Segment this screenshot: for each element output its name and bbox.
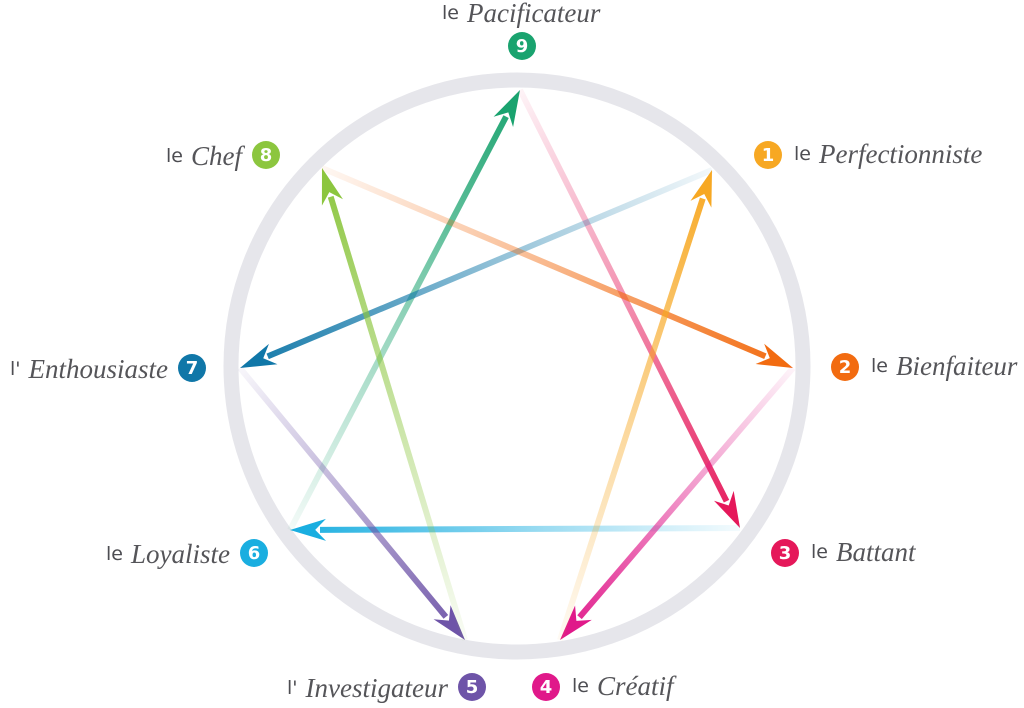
arrow-line-1-to-7 bbox=[266, 167, 714, 360]
type-article: le bbox=[572, 675, 589, 697]
arrow-line-6-to-9 bbox=[287, 115, 509, 532]
type-9-label: le Pacificateur bbox=[442, 0, 600, 27]
type-article: le bbox=[871, 355, 888, 377]
type-name: Créatif bbox=[596, 671, 674, 701]
type-name: Investigateur bbox=[305, 673, 448, 703]
arrow-line-8-to-2 bbox=[320, 165, 767, 360]
arrow-line-5-to-8 bbox=[327, 195, 468, 641]
type-4-label: le Créatif bbox=[572, 673, 673, 700]
type-7-badge: 7 bbox=[178, 354, 206, 382]
arrowhead-3 bbox=[714, 490, 740, 528]
type-5-label: l' Investigateur bbox=[287, 675, 448, 702]
enneagram-circle bbox=[223, 72, 811, 660]
arrow-line-2-to-4 bbox=[577, 366, 796, 620]
type-3-badge: 3 bbox=[771, 539, 799, 567]
type-7-label: l' Enthousiaste bbox=[10, 356, 168, 383]
type-name: Pacificateur bbox=[466, 0, 601, 28]
type-2-badge: 2 bbox=[831, 353, 859, 381]
arrow-line-7-to-5 bbox=[237, 366, 449, 619]
arrow-line-3-to-6 bbox=[319, 525, 741, 533]
type-article: le bbox=[794, 143, 811, 165]
arrow-line-4-to-1 bbox=[557, 197, 706, 641]
type-3-label: le Battant bbox=[811, 539, 915, 566]
type-name: Loyaliste bbox=[131, 539, 230, 569]
arrowhead-5 bbox=[433, 605, 465, 640]
type-name: Perfectionniste bbox=[818, 139, 983, 169]
type-article: le bbox=[442, 2, 459, 24]
type-name: Battant bbox=[835, 537, 916, 567]
type-5-badge: 5 bbox=[458, 673, 486, 701]
type-1-label: le Perfectionniste bbox=[794, 141, 982, 168]
arrowhead-4 bbox=[560, 605, 592, 640]
type-article: le bbox=[166, 145, 183, 167]
type-name: Bienfaiteur bbox=[895, 351, 1018, 381]
arrowhead-6 bbox=[290, 518, 327, 541]
type-8-badge: 8 bbox=[252, 141, 280, 169]
type-6-badge: 6 bbox=[240, 539, 268, 567]
arrowhead-7 bbox=[240, 343, 278, 368]
arrowhead-2 bbox=[755, 343, 793, 368]
type-6-label: le Loyaliste bbox=[106, 541, 230, 568]
type-name: Enthousiaste bbox=[28, 354, 169, 384]
type-2-label: le Bienfaiteur bbox=[871, 353, 1017, 380]
type-4-badge: 4 bbox=[532, 673, 560, 701]
arrowhead-8 bbox=[321, 168, 343, 206]
arrowhead-1 bbox=[690, 170, 712, 208]
type-8-label: le Chef bbox=[166, 143, 242, 170]
type-1-badge: 1 bbox=[754, 141, 782, 169]
type-article: l' bbox=[9, 358, 21, 380]
type-9-badge: 9 bbox=[508, 32, 536, 60]
type-article: le bbox=[106, 543, 123, 565]
type-name: Chef bbox=[191, 141, 242, 171]
type-article: le bbox=[811, 541, 828, 563]
arrowhead-9 bbox=[493, 90, 520, 127]
type-article: l' bbox=[287, 677, 298, 699]
